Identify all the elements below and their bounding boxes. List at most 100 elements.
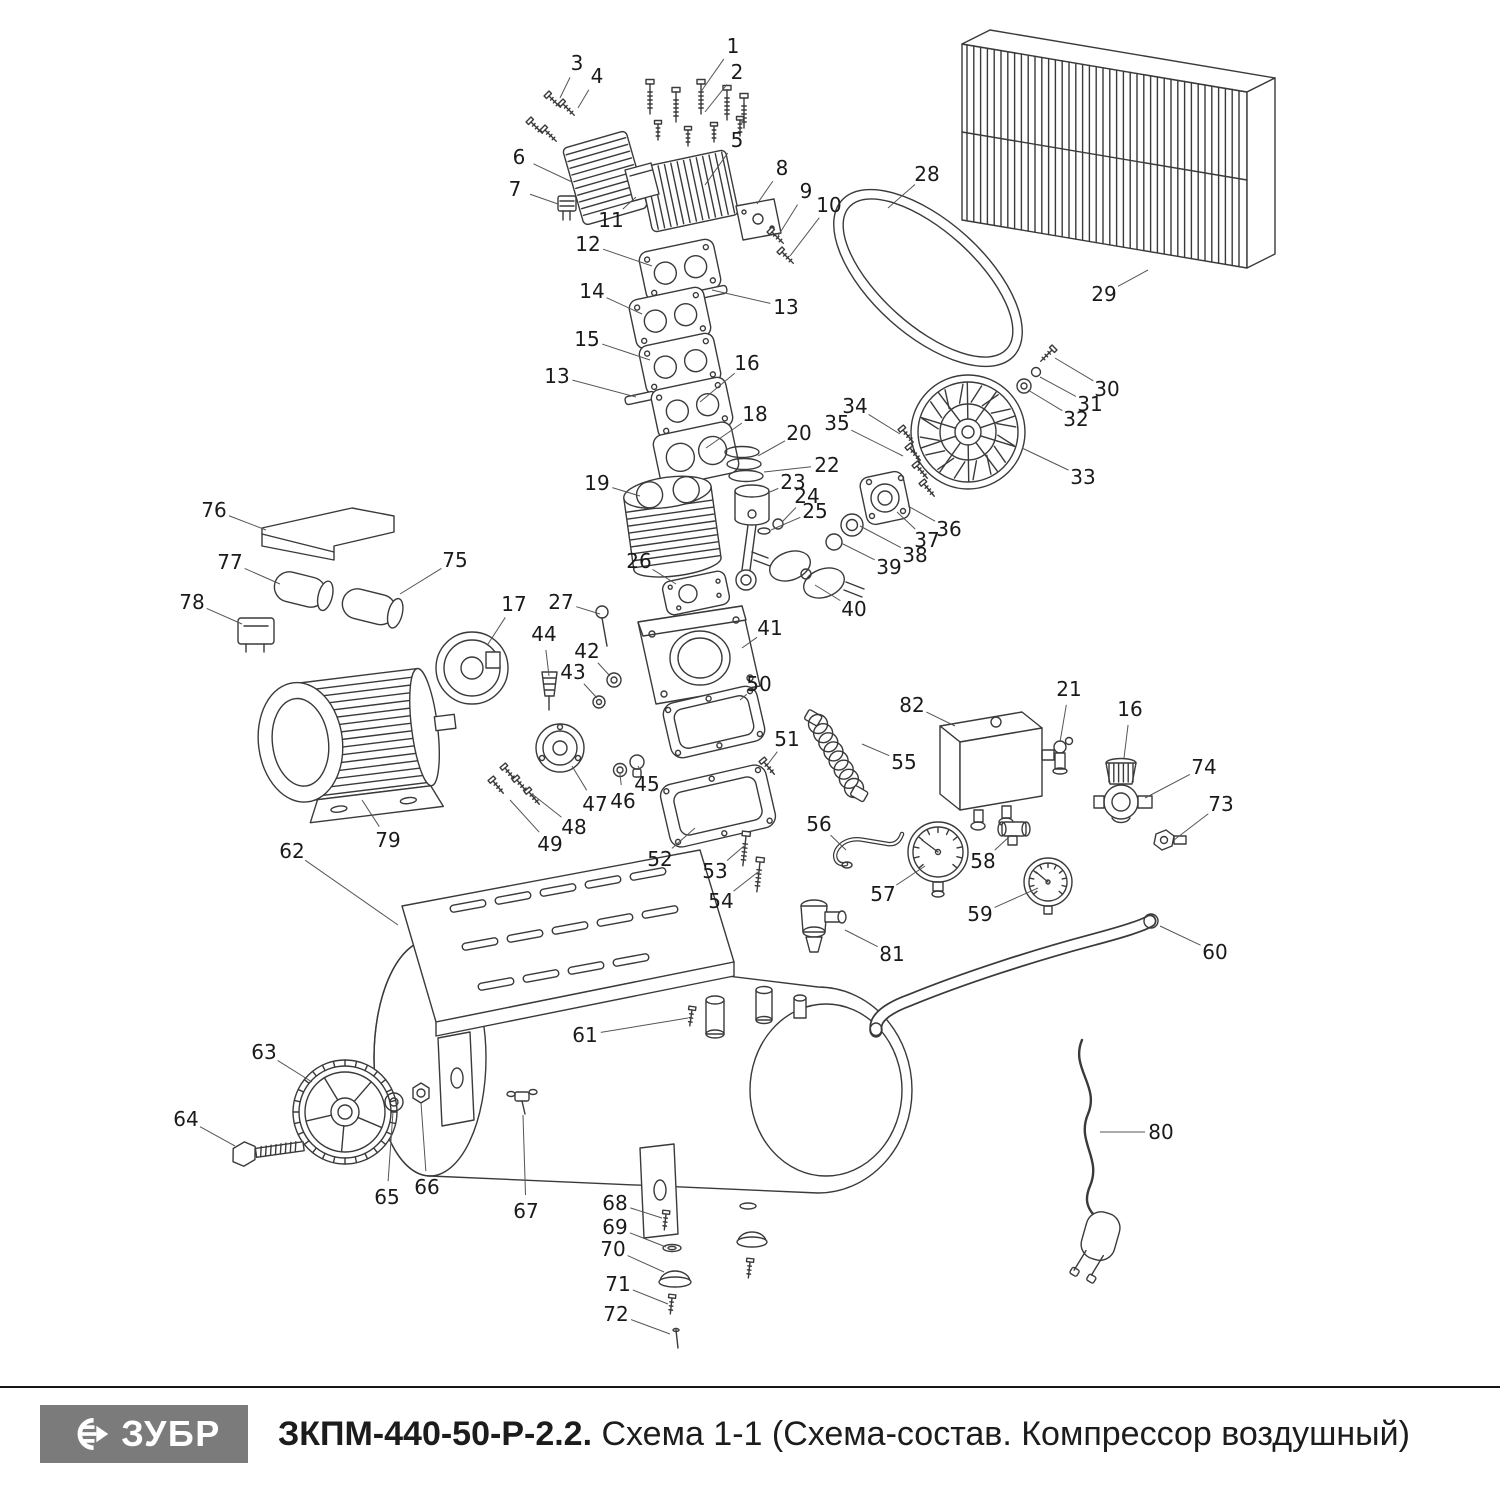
- knob-ribs: [1108, 763, 1134, 783]
- callout-label: 30: [1094, 377, 1119, 401]
- exploded-diagram: 1234567891011121314151316181920222324252…: [173, 29, 1276, 1349]
- callout-line: [994, 835, 1011, 851]
- callout-line: [896, 511, 916, 530]
- callout-label: 6: [513, 145, 526, 169]
- connecting-rod-part: [735, 524, 757, 591]
- small-gauge-part: [1023, 857, 1073, 915]
- callout-label: 38: [902, 543, 927, 567]
- ball-valve-part: [800, 899, 847, 953]
- callout-label: 39: [876, 555, 901, 579]
- side-bolts-part: [525, 90, 578, 145]
- callout-line: [994, 887, 1039, 908]
- callout-line: [576, 606, 601, 615]
- model-code: ЗКПМ-440-50-Р-2.2.: [278, 1414, 593, 1453]
- cylinder-gasket-part: [661, 570, 731, 616]
- callout-label: 12: [575, 232, 600, 256]
- pressure-switch-part: [939, 711, 1055, 831]
- callout-label: 48: [561, 815, 586, 839]
- callout-line: [522, 1114, 527, 1196]
- callout-line: [244, 567, 281, 585]
- callout-line: [699, 372, 736, 403]
- callout-line: [652, 569, 677, 585]
- callout-label: 63: [251, 1040, 276, 1064]
- callout-label: 71: [605, 1272, 630, 1296]
- callout-line: [602, 343, 651, 361]
- callout-line: [781, 507, 797, 523]
- valve-plates-part: [624, 236, 740, 487]
- callout-label: 66: [414, 1175, 439, 1199]
- callout-line: [583, 683, 598, 699]
- callout-line: [571, 765, 588, 791]
- schema-subtitle: Схема 1-1 (Схема-состав. Компрессор возд…: [601, 1414, 1410, 1453]
- fan-blades: [919, 383, 1017, 481]
- callout-line: [629, 1232, 667, 1248]
- callout-line: [789, 217, 820, 257]
- brand-logo-badge: ЗУБР: [40, 1405, 248, 1463]
- callout-label: 50: [746, 672, 771, 696]
- callout-line: [859, 525, 902, 548]
- callout-label: 28: [914, 162, 939, 186]
- callout-line: [1159, 925, 1201, 946]
- callout-line: [199, 1126, 236, 1147]
- discharge-hose-part: [803, 709, 869, 803]
- callout-label: 36: [936, 517, 961, 541]
- callout-label: 67: [513, 1199, 538, 1223]
- crankcase-part: [637, 605, 761, 705]
- callout-label: 79: [375, 828, 400, 852]
- callout-line: [726, 845, 745, 861]
- callout-line: [851, 429, 904, 457]
- capacitor-a-part: [273, 571, 334, 612]
- callout-line: [840, 542, 875, 561]
- bearing-cover-part: [825, 470, 911, 551]
- callout-label: 52: [647, 847, 672, 871]
- axle-bolt-part: [232, 1141, 305, 1167]
- callout-label: 55: [891, 750, 916, 774]
- axle-threads: [259, 1141, 297, 1158]
- callout-line: [1039, 376, 1077, 397]
- callout-line: [637, 765, 641, 770]
- callout-label: 49: [537, 832, 562, 856]
- callout-line: [844, 929, 878, 948]
- breather-plug-part: [541, 671, 558, 711]
- callout-label: 26: [626, 549, 651, 573]
- callout-label: 56: [806, 812, 831, 836]
- callout-line: [387, 1111, 394, 1182]
- callout-label: 46: [610, 789, 635, 813]
- callout-line: [487, 617, 506, 645]
- base-gasket-part: [662, 685, 766, 759]
- callout-line: [767, 751, 778, 765]
- callout-label: 10: [816, 193, 841, 217]
- cover-screws2-part: [487, 762, 543, 808]
- callout-line: [711, 289, 771, 304]
- callout-line: [814, 584, 841, 602]
- callout-line: [304, 859, 399, 926]
- callout-line: [757, 440, 786, 457]
- bottom-cover-part: [659, 764, 777, 848]
- callout-label: 51: [774, 727, 799, 751]
- callout-line: [630, 1319, 671, 1335]
- callout-label: 27: [548, 590, 573, 614]
- head-gasket-part: [652, 421, 740, 487]
- callout-line: [830, 834, 847, 851]
- callout-line: [861, 743, 890, 757]
- callout-line: [896, 865, 926, 886]
- crankshaft-part: [751, 550, 865, 599]
- washer-part: [384, 1092, 404, 1112]
- wheel-part: [292, 1059, 398, 1165]
- handle-part: [869, 913, 1159, 1038]
- fan-grille-part: [961, 29, 1276, 269]
- callout-label: 25: [802, 499, 827, 523]
- callout-label: 22: [814, 453, 839, 477]
- callout-line: [600, 1017, 689, 1033]
- shaft-seal-part: [592, 672, 622, 709]
- callout-label: 45: [634, 772, 659, 796]
- callout-label: 62: [279, 839, 304, 863]
- oil-dipstick-part: [595, 605, 609, 647]
- callout-line: [887, 184, 916, 209]
- callout-line: [1027, 389, 1063, 412]
- footer: ЗУБР ЗКПМ-440-50-Р-2.2. Схема 1-1 (Схема…: [0, 1402, 1500, 1466]
- callout-label: 78: [179, 590, 204, 614]
- callout-line: [739, 693, 748, 701]
- piston-rings-part: [724, 445, 764, 483]
- callout-label: 74: [1191, 755, 1216, 779]
